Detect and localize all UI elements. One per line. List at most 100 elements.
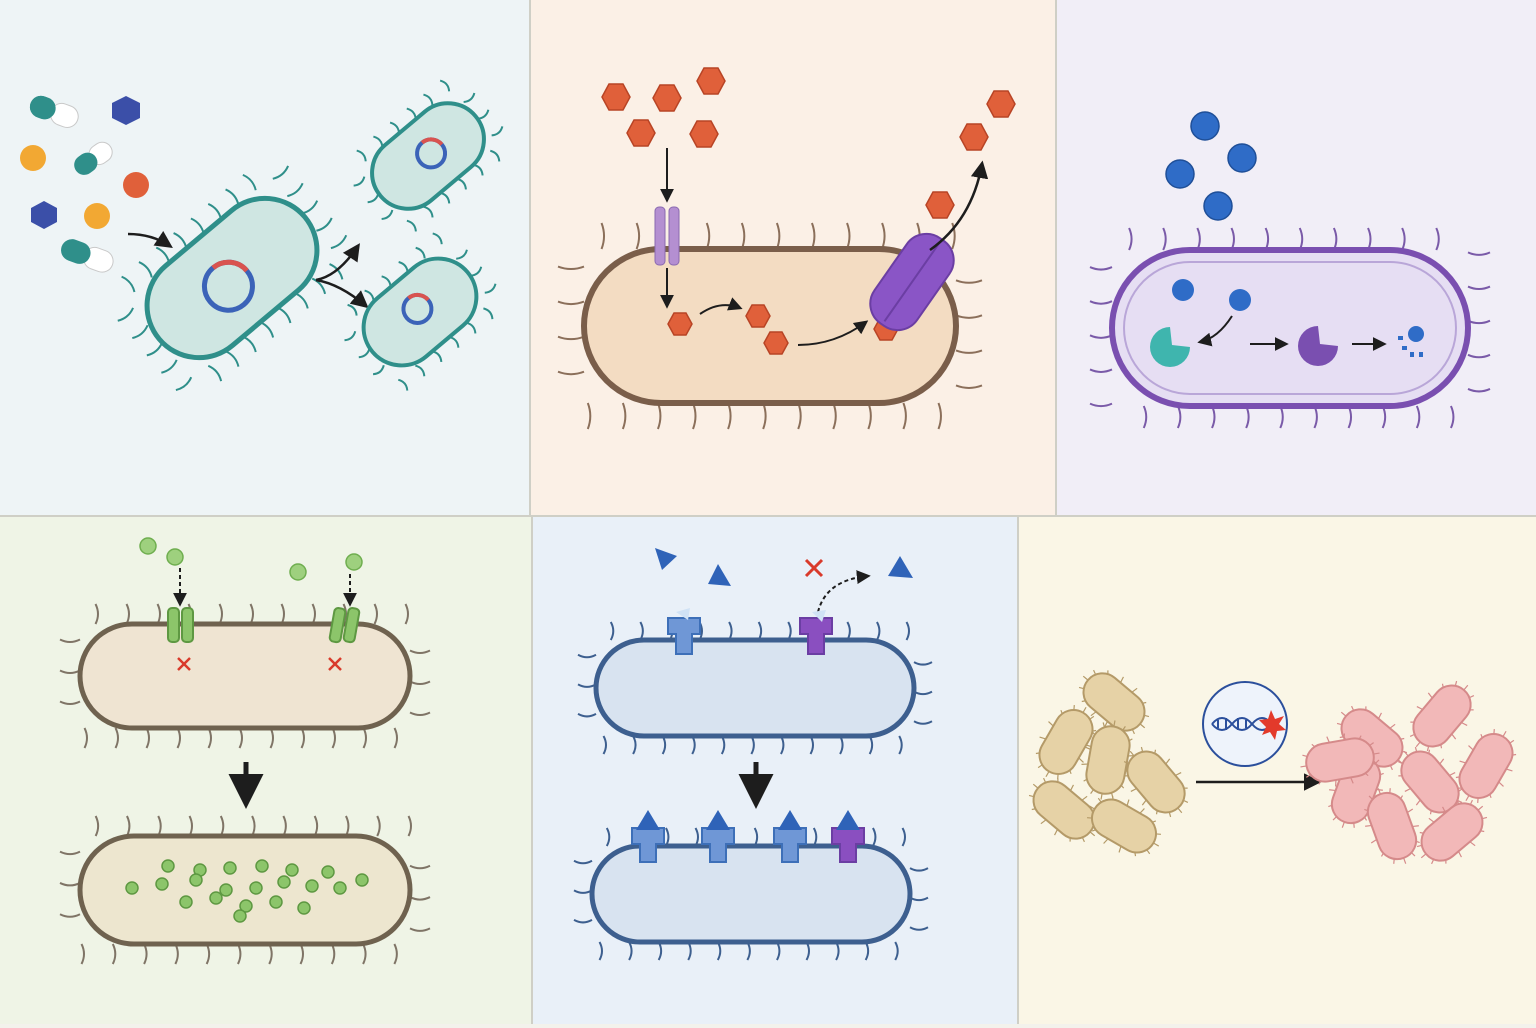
accumulated-antibiotic-icon <box>239 899 253 913</box>
pilus <box>94 603 99 625</box>
modified-target-receptor <box>831 810 865 863</box>
expelled-antibiotic-icon <box>959 123 989 151</box>
pilus <box>398 378 409 391</box>
bacterium-rod <box>1416 799 1488 865</box>
donor-bacterium <box>117 165 348 392</box>
pilus <box>1089 300 1113 305</box>
antibiotic-molecule-icon <box>20 145 46 171</box>
target-receptor <box>667 608 701 655</box>
pilus <box>59 850 81 856</box>
pilus <box>117 307 134 322</box>
pilus <box>909 926 929 931</box>
accumulated-antibiotic-icon <box>233 909 247 923</box>
pilus <box>483 307 494 320</box>
pilus <box>175 376 193 392</box>
plasmid-resistance-gene <box>211 259 249 273</box>
inactivating-enzyme-icon <box>1298 326 1338 366</box>
pilus <box>1467 388 1491 393</box>
accumulated-antibiotic-icon <box>297 901 311 915</box>
closed-porin-channel <box>167 607 194 643</box>
pilus <box>1450 405 1455 429</box>
accumulated-antibiotic-icon <box>189 873 203 887</box>
pilus <box>207 364 223 382</box>
pilus <box>111 943 117 965</box>
transport-arrow <box>797 320 869 346</box>
pilus <box>316 217 333 232</box>
bacterium-cell <box>1089 227 1491 429</box>
susceptible-population <box>1028 669 1189 857</box>
antibiotic-molecule-icon <box>1165 159 1195 189</box>
pilus <box>423 205 434 218</box>
accumulated-antibiotic-icon <box>285 863 299 877</box>
bacterium-cell-modified <box>573 827 929 961</box>
antibiotic-molecule-icon <box>31 201 57 229</box>
pilus <box>902 402 907 430</box>
accumulated-antibiotic-icon <box>179 895 193 909</box>
panel-reduced-permeability <box>0 516 532 1024</box>
pilus <box>356 149 367 162</box>
bound-antibiotic-icon <box>778 810 802 830</box>
blocked-mark-icon <box>804 558 824 578</box>
division-arrow <box>315 278 369 309</box>
pilus <box>80 943 85 965</box>
transporter-channel <box>654 206 680 266</box>
resistant-population <box>1300 680 1517 865</box>
antibiotic-molecule-icon <box>1227 143 1257 173</box>
intracellular-antibiotic-icon <box>763 331 789 355</box>
pilus <box>909 867 929 872</box>
efflux-arrow <box>929 160 989 252</box>
mutation-selection-illustration <box>1028 669 1517 865</box>
pilus <box>409 927 431 932</box>
pilus <box>872 827 877 847</box>
pilus <box>1467 285 1491 291</box>
pilus <box>609 621 615 641</box>
antibiotic-molecule-icon <box>1172 279 1194 301</box>
pilus <box>353 176 366 187</box>
bacterium-cell-low-uptake <box>59 815 431 965</box>
pilus <box>955 349 983 354</box>
accumulated-antibiotic-icon <box>277 875 291 889</box>
antibiotic-molecule-icon <box>601 83 631 111</box>
degraded-antibiotic-icon <box>1398 326 1424 357</box>
panel-target-modification <box>532 516 1018 1024</box>
target-receptor <box>701 810 735 863</box>
dna-helix-icon <box>1211 717 1273 731</box>
active-enzyme-icon <box>1150 327 1190 367</box>
accumulated-antibiotic-icon <box>219 883 233 897</box>
pilus <box>1142 405 1148 429</box>
antibiotic-molecule-icon <box>289 563 307 581</box>
antibiotic-molecule-icon <box>139 537 157 555</box>
pilus <box>94 815 100 837</box>
pilus <box>272 165 290 180</box>
pilus <box>409 649 431 654</box>
pilus <box>573 919 593 924</box>
pilus <box>381 209 394 220</box>
pilus <box>114 727 119 749</box>
accumulated-antibiotic-icon <box>269 895 283 909</box>
pilus <box>598 941 603 961</box>
pilus <box>557 300 585 306</box>
pilus <box>59 638 81 643</box>
bacterium-rod <box>1455 729 1517 803</box>
pilus <box>1089 402 1113 408</box>
target-receptor <box>773 810 807 863</box>
accumulated-antibiotic-icon <box>125 881 139 895</box>
bacterium-rod <box>1087 795 1161 857</box>
pilus <box>406 219 417 232</box>
accumulated-antibiotic-icon <box>305 879 319 893</box>
pilus <box>901 827 906 847</box>
bacterium-cell <box>557 222 983 430</box>
pilus <box>376 815 381 837</box>
binding-arrow <box>1197 315 1233 347</box>
accumulated-antibiotic-icon <box>161 859 175 873</box>
pilus <box>937 402 942 430</box>
pilus <box>121 275 136 293</box>
pilus <box>1415 405 1421 429</box>
accumulated-antibiotic-icon <box>155 877 169 891</box>
pilus <box>600 222 606 250</box>
pilus <box>83 727 88 749</box>
plasmid-icon <box>401 292 434 325</box>
pilus <box>415 364 426 377</box>
antibiotic-molecule-icon <box>655 548 677 570</box>
pilus <box>330 234 348 250</box>
